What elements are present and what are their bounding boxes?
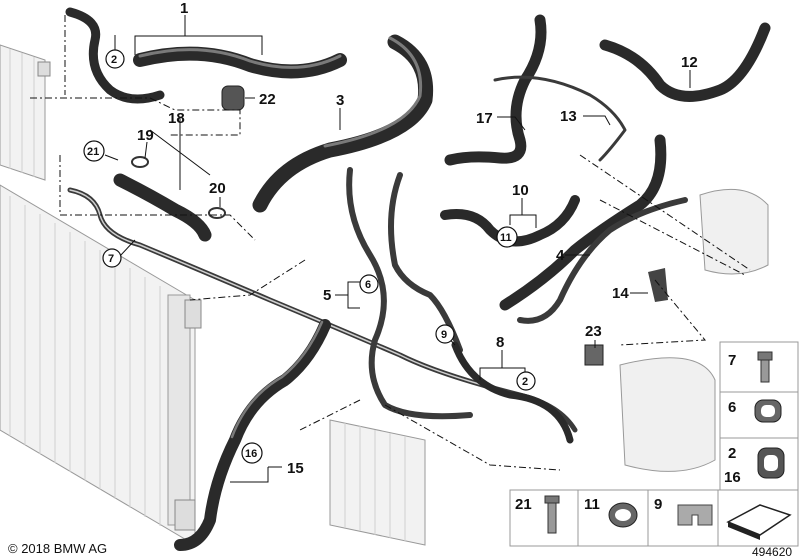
- legend-2: 2: [728, 445, 736, 462]
- legend-11: 11: [584, 496, 600, 513]
- callout-20: 20: [209, 180, 226, 197]
- callout-19: 19: [137, 127, 154, 144]
- callout-3: 3: [336, 92, 344, 109]
- callout-8: 8: [496, 334, 504, 351]
- main-radiator: [0, 184, 202, 546]
- leader-lines: [104, 15, 691, 483]
- callout-2a: 2: [111, 54, 117, 66]
- callout-circle-9: [435, 324, 455, 344]
- callout-6: 6: [365, 279, 371, 291]
- parts-legend-bottom: 21 11 9: [509, 489, 799, 547]
- clamp-icon: [754, 399, 782, 423]
- auxiliary-radiator-top: [0, 44, 51, 181]
- diagram-number: 494620: [752, 545, 792, 559]
- callout-9: 9: [441, 329, 447, 341]
- callout-2b: 2: [522, 376, 528, 388]
- callout-12: 12: [681, 54, 698, 71]
- expansion-tank: [619, 188, 769, 472]
- callout-16: 16: [245, 448, 257, 460]
- callout-5: 5: [323, 287, 331, 304]
- legend-21: 21: [515, 496, 532, 513]
- callout-circle-21: [83, 140, 105, 162]
- callout-23: 23: [585, 323, 602, 340]
- legend-9: 9: [654, 496, 662, 513]
- spring-clamp-icon: [757, 447, 785, 479]
- callout-22: 22: [259, 91, 276, 108]
- callout-10: 10: [512, 182, 529, 199]
- callout-1: 1: [180, 0, 188, 17]
- callout-14: 14: [612, 285, 629, 302]
- callout-4: 4: [556, 247, 565, 264]
- callout-13: 13: [560, 108, 577, 125]
- dashed-group-lines: [30, 15, 751, 471]
- callout-21: 21: [87, 146, 99, 158]
- parts-legend-right: 7 6 2 16: [719, 341, 799, 491]
- callout-circle-2b: [516, 371, 536, 391]
- legend-16: 16: [724, 469, 741, 486]
- callout-circle-6: [359, 274, 379, 294]
- callout-circle-11: [496, 226, 518, 248]
- screw-icon: [757, 351, 773, 383]
- holder-icon: [677, 504, 713, 526]
- hoses: [65, 7, 771, 551]
- legend-6: 6: [728, 399, 736, 416]
- gasket-icon: [726, 504, 792, 540]
- callout-18: 18: [168, 110, 185, 127]
- legend-box-21: [509, 489, 579, 547]
- callout-17: 17: [476, 110, 493, 127]
- callout-11: 11: [500, 232, 512, 244]
- callout-circle-16: [241, 442, 263, 464]
- copyright-text: © 2018 BMW AG: [8, 541, 107, 556]
- hose-clamp-icon: [608, 502, 638, 528]
- auxiliary-radiator-bottom: [329, 419, 426, 546]
- legend-7: 7: [728, 352, 736, 369]
- callouts: 1 2 3 4 5 6 7 8 2 9 10 11 12 13 14 15 16…: [83, 0, 698, 477]
- callout-15: 15: [287, 460, 304, 477]
- bolt-icon: [544, 495, 560, 534]
- callout-circle-2a: [105, 49, 125, 69]
- callout-7: 7: [108, 253, 114, 265]
- callout-circle-7: [102, 248, 122, 268]
- small-parts: [131, 85, 668, 366]
